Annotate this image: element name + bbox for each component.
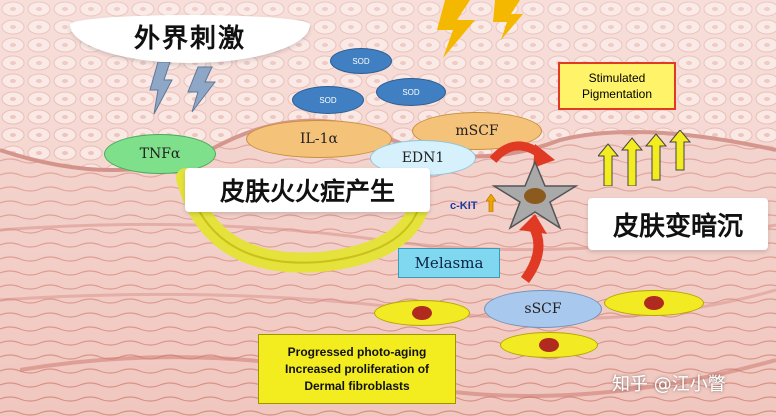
skin-darkening-label: 皮肤变暗沉 [612,212,743,242]
melanocyte-icon [491,160,579,230]
c-kit-label: c-KIT [450,200,478,212]
sod-bubble: SOD [292,86,364,114]
fibroblast-cell [374,300,470,326]
inflammation-label: 皮肤火火症产生 [219,177,395,206]
inflammation-banner [185,168,430,212]
tnfa-pill: TNFα [104,134,216,174]
red-arrows [489,141,555,283]
feedback-arrow [176,168,428,273]
up-arrow-icon [486,194,496,212]
skin-darkening-banner [588,198,768,250]
sod-bubble: SOD [330,48,392,74]
fibroblast-cell [500,332,598,358]
il1a-pill: IL-1α [246,120,392,158]
note-line: Increased proliferation of [284,361,430,376]
increase-arrows-icon [598,130,692,186]
external-stimulus-label: 外界刺激 [133,24,246,54]
stimulated-pigmentation-box: Stimulated Pigmentation [558,62,676,110]
watermark: 知乎 @江小瞥 [612,374,726,395]
lightning-icon [437,0,523,58]
note-line: Dermal fibroblasts [304,378,410,393]
melasma-box: Melasma [398,248,500,278]
fibroblast-cell [604,290,704,316]
photoaging-note-box: Progressed photo-aging Increased prolife… [258,334,456,404]
sscf-pill: sSCF [484,290,602,328]
stimulus-lightning-icon [149,62,217,115]
note-line: Progressed photo-aging [287,344,427,359]
sod-bubble: SOD [376,78,446,106]
